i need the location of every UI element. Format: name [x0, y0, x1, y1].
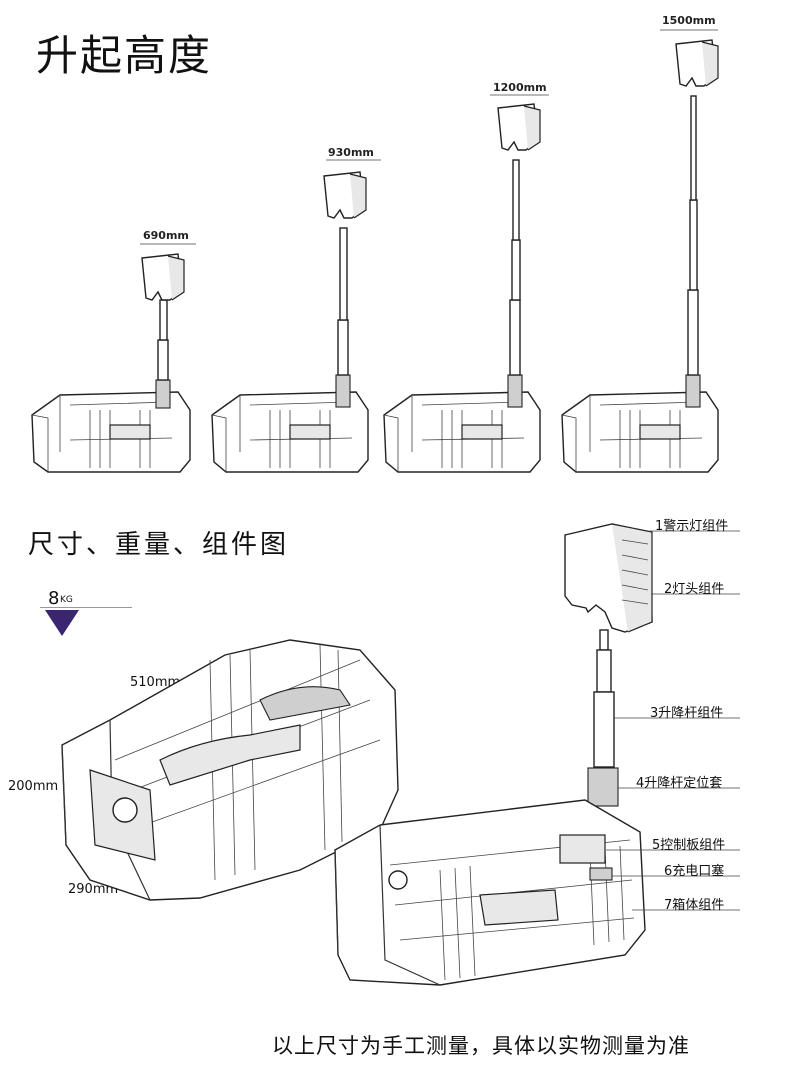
- footer-note: 以上尺寸为手工测量，具体以实物测量为准: [272, 1034, 690, 1058]
- part-label-case-body: 7箱体组件: [664, 898, 725, 913]
- weight-badge: 8 KG: [40, 588, 135, 638]
- light-690-unit: [31, 243, 196, 473]
- lift-height-illustration: [31, 29, 719, 473]
- closed-case-drawing: [61, 639, 399, 901]
- part-label-charging-plug: 6充电口塞: [664, 864, 725, 879]
- part-label-control-board: 5控制板组件: [652, 838, 726, 853]
- height-label-690: 690mm: [143, 229, 189, 242]
- weight-triangle-icon: [45, 610, 79, 636]
- weight-unit: KG: [60, 595, 73, 605]
- weight-underline: [40, 607, 132, 608]
- part-label-pole-locating-sleeve: 4升降杆定位套: [636, 776, 723, 791]
- height-label-1200: 1200mm: [493, 81, 547, 94]
- weight-value: 8: [48, 588, 60, 609]
- section-title-size-weight-parts: 尺寸、重量、组件图: [28, 530, 290, 560]
- part-label-warning-light: 1警示灯组件: [655, 519, 729, 534]
- light-1500-unit: [561, 29, 719, 473]
- height-label-1500: 1500mm: [662, 14, 716, 27]
- part-label-lift-pole: 3升降杆组件: [650, 706, 724, 721]
- exploded-unit-drawing: [334, 523, 653, 986]
- light-1200-unit: [383, 94, 549, 473]
- height-label-930: 930mm: [328, 146, 374, 159]
- dimension-length: 510mm: [130, 675, 181, 690]
- light-930-unit: [211, 159, 381, 473]
- dimension-width: 290mm: [68, 882, 119, 897]
- part-label-lamp-head: 2灯头组件: [664, 582, 725, 597]
- section-title-lift-height: 升起高度: [36, 31, 213, 80]
- dimension-height: 200mm: [8, 779, 59, 794]
